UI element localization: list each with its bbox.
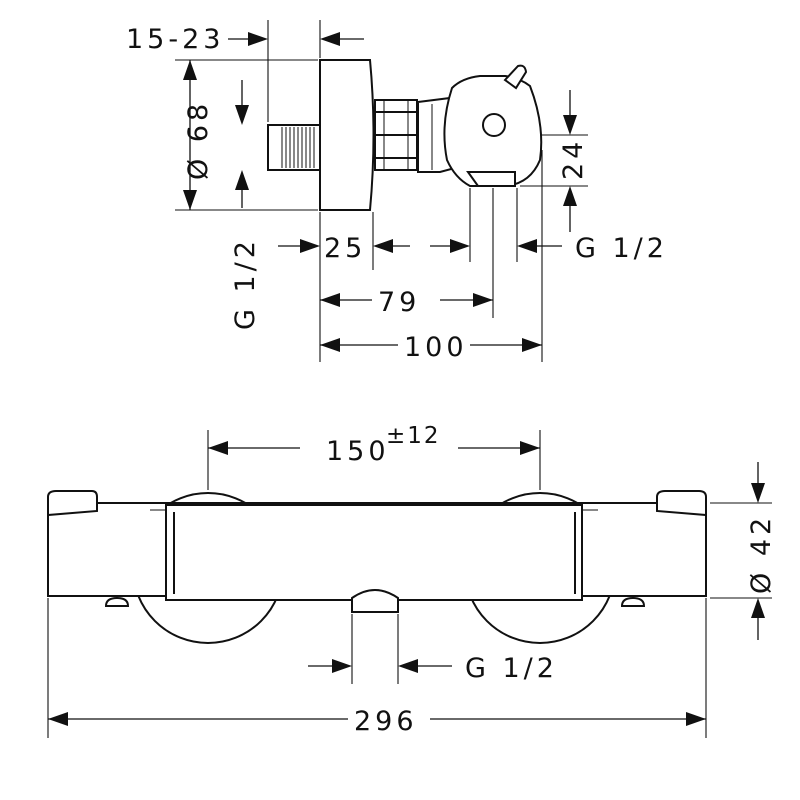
dim-total-width-label: 296 [354, 706, 418, 737]
control-lever [503, 64, 528, 90]
handle-axis-circle [482, 113, 506, 137]
left-foot [104, 596, 130, 607]
dim-centers-tolerance-label: ±12 [386, 423, 441, 449]
dim-diameter-label: Ø 68 [183, 100, 214, 180]
dim-front-outlet-thread-label: G 1/2 [465, 653, 558, 684]
dim-nipple-label: 15-23 [126, 24, 224, 55]
dim-outlet-thread-label: G 1/2 [575, 233, 668, 264]
dim-outlet-height-label: 24 [558, 138, 589, 180]
side-view: 15-23 Ø 68 G 1/2 25 G 1/2 24 [126, 20, 668, 363]
wall-flange [319, 59, 375, 211]
dim-total-depth-label: 100 [404, 332, 468, 363]
dim-body-diameter-label: Ø 42 [746, 514, 777, 594]
right-end-cap [656, 490, 707, 517]
center-body-section [165, 504, 583, 601]
outlet-connection [351, 589, 399, 613]
left-end-cap [47, 490, 98, 517]
dim-outlet-offset-label: 79 [378, 287, 420, 318]
dim-inlet-thread-label: G 1/2 [230, 237, 261, 330]
dim-depth-body-label: 25 [324, 233, 366, 264]
nipple-thread-lines [281, 127, 315, 168]
right-foot [620, 596, 646, 607]
front-view: 150 ±12 Ø 42 G 1/2 296 [47, 423, 777, 738]
outlet-stub [466, 171, 516, 187]
dim-centers-label: 150 [326, 436, 390, 467]
